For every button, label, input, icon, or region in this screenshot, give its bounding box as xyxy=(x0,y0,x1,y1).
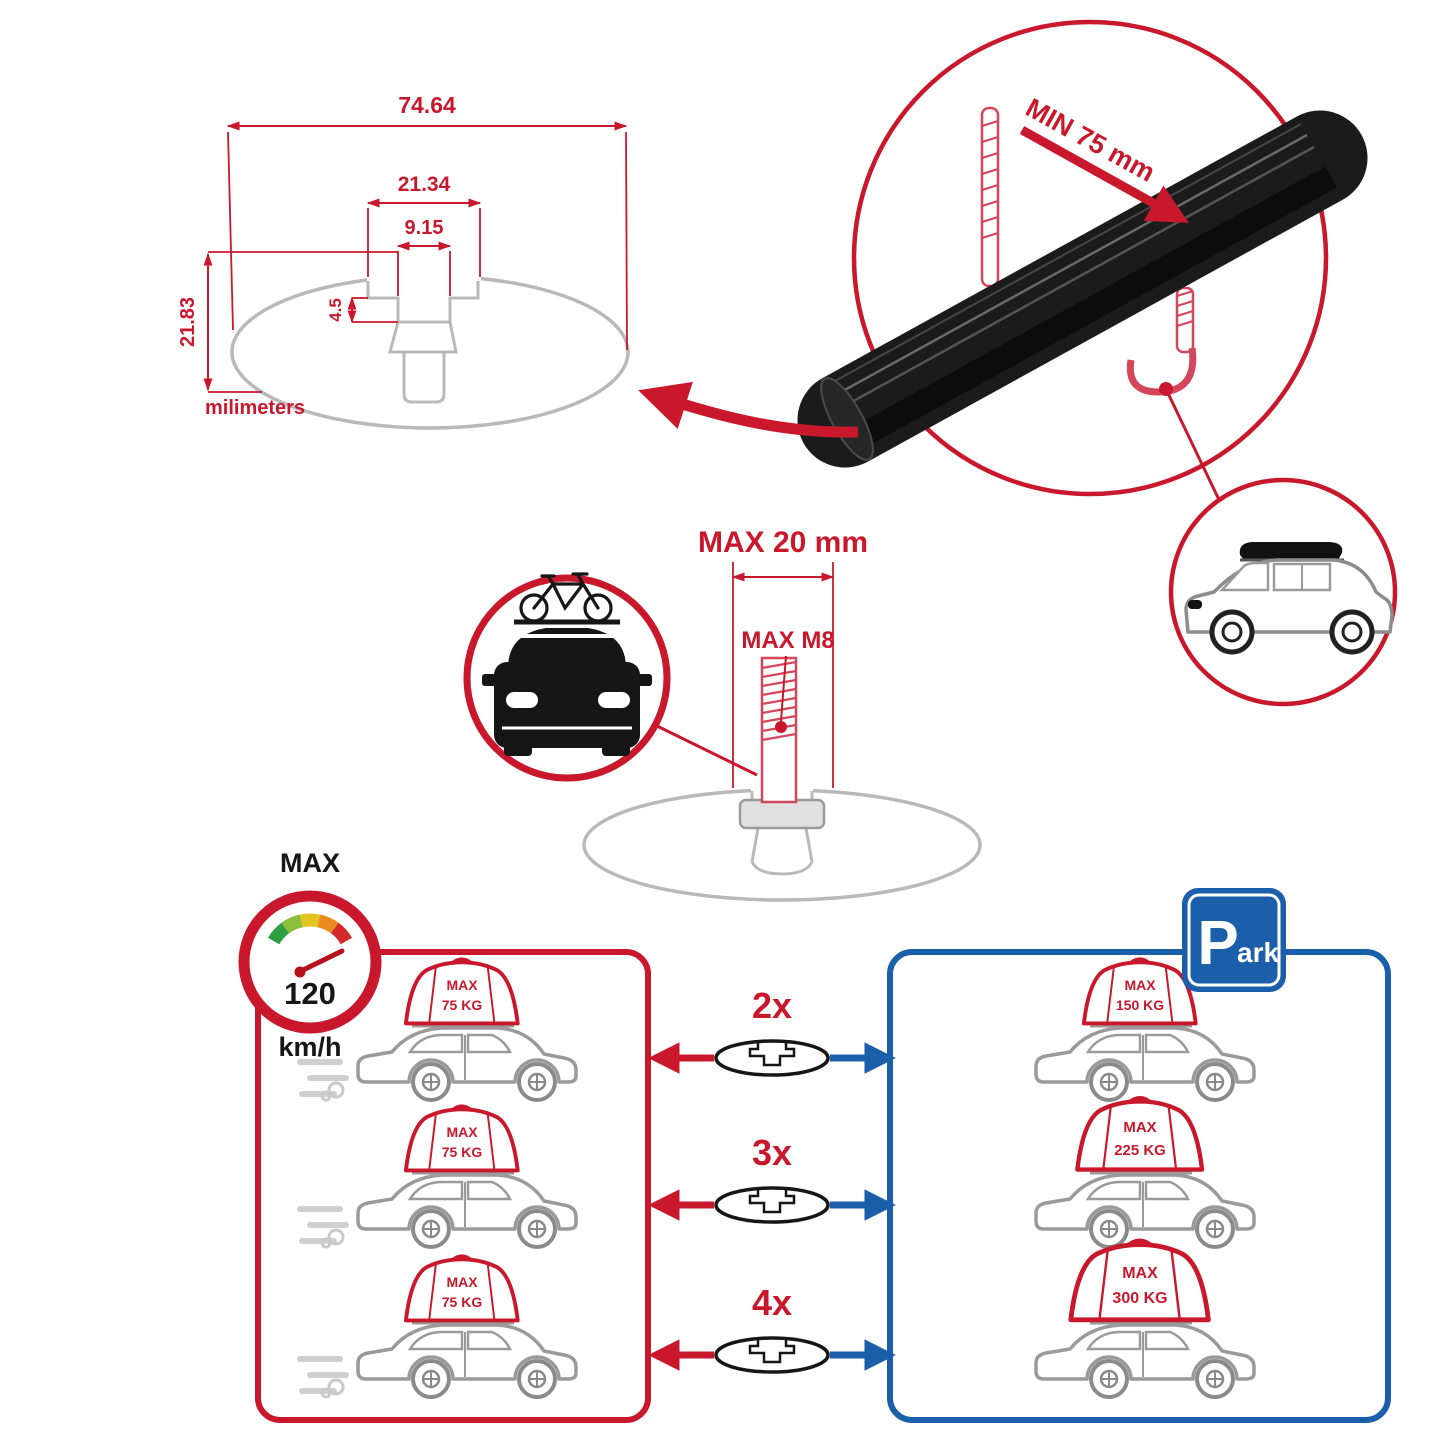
multiplier-row-2: 3x xyxy=(648,1132,896,1224)
parked-car-row-2: MAX 225 KG xyxy=(1034,1098,1256,1249)
car-front-icon xyxy=(482,619,652,756)
speed-limit-gauge: MAX 120 km/h xyxy=(238,848,382,1062)
dim-21-83: 21.83 xyxy=(177,297,199,347)
parking-sign-board xyxy=(1182,888,1286,992)
gauge-arcs xyxy=(267,913,353,945)
multiplier-label: 2x xyxy=(752,985,792,1026)
profile-pedestal xyxy=(388,321,458,404)
cargo-value: 75 KG xyxy=(442,1144,483,1160)
cargo-value: 300 KG xyxy=(1112,1290,1167,1307)
bike-car-circle xyxy=(463,572,671,782)
dimension-profile-height: 21.83 xyxy=(177,251,398,393)
crossbar-profile-icon xyxy=(714,1039,830,1077)
cargo-label: MAX xyxy=(1122,1265,1158,1282)
thread-leader-line xyxy=(780,655,787,722)
parking-sign-letter: P xyxy=(1197,909,1238,978)
dimension-channel-width: 21.34 xyxy=(366,173,482,277)
multiplier-label: 4x xyxy=(752,1282,792,1323)
units-label: milimeters xyxy=(205,397,305,419)
crossbar-profile-icon xyxy=(714,1186,830,1224)
bolt-diagram: MAX 20 mm MAX M8 xyxy=(582,526,982,902)
bar-detail-circle: MIN 75 mm xyxy=(638,19,1368,507)
max-thread-label: MAX M8 xyxy=(741,627,834,654)
parked-car-row-1: MAX 150 KG xyxy=(1034,957,1256,1102)
cargo-value: 150 KG xyxy=(1116,997,1164,1013)
speed-unit: km/h xyxy=(278,1032,341,1062)
headlight-right xyxy=(598,692,630,708)
multiplier-rows: 2x 3x 4x xyxy=(648,985,896,1374)
suv-with-roofbox xyxy=(1184,542,1394,655)
cargo-label: MAX xyxy=(1124,977,1156,993)
cargo-label: MAX xyxy=(446,977,478,993)
roofbox xyxy=(1239,542,1343,560)
gauge-needle-pivot xyxy=(294,966,306,978)
dim-9-15: 9.15 xyxy=(405,217,444,239)
cargo-label: MAX xyxy=(446,1274,478,1290)
clamp-bolt-right xyxy=(1175,286,1195,354)
dim-21-34: 21.34 xyxy=(398,173,451,196)
speed-max-label: MAX xyxy=(280,848,340,878)
driving-car-row-1: MAX 75 KG xyxy=(300,957,578,1102)
threaded-bolt xyxy=(760,655,798,804)
parking-sign: P ark xyxy=(1182,888,1286,992)
crossbar-endcap xyxy=(820,377,874,461)
cargo-value: 75 KG xyxy=(442,1294,483,1310)
dimension-slot-width: 9.15 xyxy=(396,217,452,296)
roofbox-suv-circle xyxy=(1168,477,1398,707)
parking-panel: MAX 150 KG MAX 225 KG MAX 300 KG P ark xyxy=(1034,888,1286,1399)
clamp-bolt-left xyxy=(980,106,1000,288)
multiplier-row-1: 2x xyxy=(648,985,896,1077)
slot-nut-plate xyxy=(738,798,826,830)
suv-connector-line xyxy=(1164,388,1224,507)
driving-car-row-2: MAX 75 KG xyxy=(300,1104,578,1249)
max-length-dimension: MAX 20 mm xyxy=(698,526,868,788)
bolt-connector-line xyxy=(654,723,758,777)
headlight-left xyxy=(506,692,538,708)
dim-74-64: 74.64 xyxy=(398,92,456,118)
cargo-label: MAX xyxy=(1123,1119,1156,1136)
speed-value: 120 xyxy=(284,976,336,1011)
cargo-label: MAX xyxy=(446,1124,478,1140)
cross-section-pointer-arrow xyxy=(638,381,859,438)
dim-4-5: 4.5 xyxy=(326,298,345,322)
crossbar-profile-icon xyxy=(714,1336,830,1374)
profile-channel-gap xyxy=(367,271,481,284)
multiplier-label: 3x xyxy=(752,1132,792,1173)
dimension-overall-width: 74.64 xyxy=(226,92,628,351)
crossbar-render xyxy=(797,110,1368,468)
driving-car-row-3: MAX 75 KG xyxy=(300,1254,578,1399)
max-length-label: MAX 20 mm xyxy=(698,526,868,559)
dimension-lip-height: 4.5 xyxy=(326,296,398,324)
thread-pointer-dot xyxy=(775,721,787,733)
cargo-value: 75 KG xyxy=(442,997,483,1013)
driving-panel: MAX 75 KG MAX 75 KG MAX 75 KG xyxy=(300,957,578,1399)
parking-sign-rest: ark xyxy=(1237,937,1279,968)
cross-section-diagram: 74.64 21.34 9.15 4.5 21.83 milimeters xyxy=(177,92,630,430)
multiplier-row-3: 4x xyxy=(648,1282,896,1374)
parked-car-row-3: MAX 300 KG xyxy=(1034,1241,1256,1399)
suv-headlight xyxy=(1188,600,1202,609)
cargo-value: 225 KG xyxy=(1114,1142,1166,1159)
